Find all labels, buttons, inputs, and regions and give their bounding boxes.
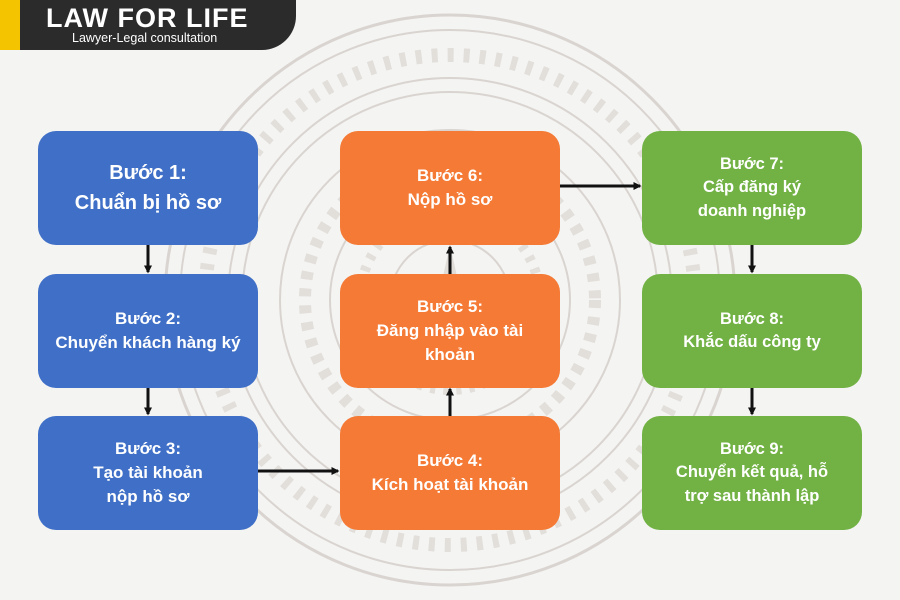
step-4-title: Bước 4:: [417, 450, 483, 470]
brand-tagline: Lawyer-Legal consultation: [72, 31, 218, 45]
step-5-title: Bước 5:: [417, 296, 483, 316]
brand-name: LAW FOR LIFE: [46, 3, 249, 33]
step-5-box: Bước 5: Đăng nhập vào tài khoản: [340, 274, 560, 388]
brand-logo[interactable]: LAW FOR LIFE Lawyer-Legal consultation: [0, 0, 296, 50]
step-3-box: Bước 3: Tạo tài khoản nộp hồ sơ: [38, 416, 258, 530]
step-4-box: Bước 4: Kích hoạt tài khoản: [340, 416, 560, 530]
step-6-box: Bước 6: Nộp hồ sơ: [340, 131, 560, 245]
step-3-title: Bước 3:: [115, 438, 181, 458]
step-7-title: Bước 7:: [719, 154, 785, 173]
step-2-title: Bước 2:: [115, 308, 181, 328]
step-1-box: Bước 1: Chuẩn bị hồ sơ: [38, 131, 258, 245]
step-8-text: Khắc dấu công ty: [683, 333, 821, 351]
logo-accent-bar: [0, 0, 20, 50]
step-7-box: Bước 7: Cấp đăng ký doanh nghiệp: [642, 131, 862, 245]
step-8-title: Bước 8:: [719, 309, 785, 328]
step-1-title: Bước 1:: [109, 162, 187, 184]
step-9-box: Bước 9: Chuyển kết quả, hỗ trợ sau thành…: [642, 416, 862, 530]
step-1-text: Chuẩn bị hồ sơ: [74, 192, 222, 214]
step-5-text: Đăng nhập vào tài khoản: [376, 320, 524, 365]
step-2-text: Chuyển khách hàng ký: [55, 333, 241, 352]
step-2-box: Bước 2: Chuyển khách hàng ký: [38, 274, 258, 388]
step-3-text: Tạo tài khoản nộp hồ sơ: [93, 462, 203, 507]
step-7-text: Cấp đăng ký doanh nghiệp: [697, 178, 807, 220]
step-6-text: Nộp hồ sơ: [407, 190, 493, 209]
step-9-text: Chuyển kết quả, hỗ trợ sau thành lập: [675, 463, 829, 505]
step-9-title: Bước 9:: [719, 439, 785, 458]
step-4-text: Kích hoạt tài khoản: [371, 475, 529, 494]
step-6-title: Bước 6:: [417, 165, 483, 185]
step-8-box: Bước 8: Khắc dấu công ty: [642, 274, 862, 388]
